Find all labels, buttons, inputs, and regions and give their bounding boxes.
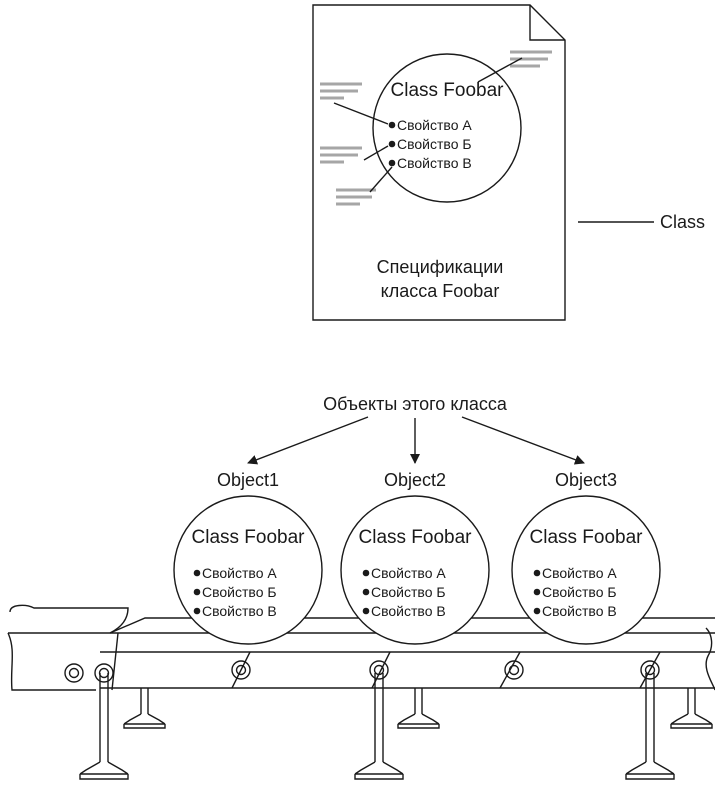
object-2-property-2: Свойство Б: [371, 584, 446, 600]
document-fold: [529, 5, 565, 41]
object-3-property-2: Свойство Б: [542, 584, 617, 600]
annotation-note-left-2: [320, 146, 362, 164]
object-3-property-1: Свойство А: [542, 565, 617, 581]
belt-top-edge: [109, 617, 715, 634]
leg-front-3: [625, 673, 675, 780]
object-3-bullet-2: [533, 588, 541, 596]
spec-class-circle: [372, 53, 522, 203]
object-1-circle: [173, 495, 323, 645]
conveyor-left-top: [8, 604, 129, 634]
object-2-name: Object2: [384, 470, 446, 490]
leg-back-3: [670, 688, 713, 729]
annotation-leader-prop-c: [369, 166, 393, 193]
spec-property-2: Свойство Б: [397, 136, 472, 152]
annotation-note-left-3: [336, 188, 376, 206]
object-2-circle: [340, 495, 490, 645]
object-1-title: Class Foobar: [192, 527, 306, 548]
spec-class-title: Class Foobar: [391, 80, 505, 101]
leg-back-2: [397, 688, 440, 729]
object-3-circle: [511, 495, 661, 645]
object-2-property-3: Свойство В: [371, 603, 446, 619]
object-3-bullet-3: [533, 607, 541, 615]
annotation-note-left-1: [320, 82, 362, 100]
spec-bullet-2: [388, 140, 396, 148]
object-1-name: Object1: [217, 470, 279, 490]
object-2-property-1: Свойство А: [371, 565, 446, 581]
object-3-property-3: Свойство В: [542, 603, 617, 619]
object-1-property-3: Свойство В: [202, 603, 277, 619]
object-2: Object2 Class Foobar Свойство А Свойство…: [340, 470, 490, 645]
object-3-bullet-1: [533, 569, 541, 577]
object-2-title: Class Foobar: [359, 527, 473, 548]
document-page: [312, 4, 566, 321]
annotation-leader-prop-a: [333, 102, 389, 125]
spec-caption-line-1: Спецификации: [377, 257, 504, 277]
object-1-bullet-1: [193, 569, 201, 577]
class-side-label: Class: [660, 212, 705, 232]
objects-caption: Объекты этого класса: [323, 394, 508, 414]
spec-bullet-3: [388, 159, 396, 167]
conveyor-right-end: [705, 627, 715, 691]
object-2-bullet-2: [362, 588, 370, 596]
object-1-property-1: Свойство А: [202, 565, 277, 581]
roller-6: [640, 660, 660, 680]
leg-back-1: [123, 688, 166, 729]
object-1-bullet-3: [193, 607, 201, 615]
roller-4: [369, 660, 389, 680]
object-3: Object3 Class Foobar Свойство А Свойство…: [511, 470, 661, 645]
object-1-property-2: Свойство Б: [202, 584, 277, 600]
object-3-title: Class Foobar: [530, 527, 644, 548]
annotation-leader-prop-b: [363, 145, 389, 161]
spec-caption-line-2: класса Foobar: [381, 281, 500, 301]
annotation-leader-title: [477, 57, 523, 83]
spec-property-1: Свойство А: [397, 117, 472, 133]
arrow-to-object1: [247, 416, 369, 465]
spec-property-3: Свойство В: [397, 155, 472, 171]
roller-1: [64, 663, 84, 683]
spec-bullet-1: [388, 121, 396, 129]
roller-2: [94, 663, 114, 683]
object-1-bullet-2: [193, 588, 201, 596]
annotation-note-top-right: [510, 50, 552, 68]
object-2-bullet-1: [362, 569, 370, 577]
object-2-bullet-3: [362, 607, 370, 615]
conveyor-left-body: [7, 632, 96, 691]
object-3-name: Object3: [555, 470, 617, 490]
roller-3: [231, 660, 251, 680]
leg-front-2: [354, 673, 404, 780]
object-1: Object1 Class Foobar Свойство А Свойство…: [173, 470, 323, 645]
leg-front-1: [79, 673, 129, 780]
roller-5: [504, 660, 524, 680]
spec-document: Class Foobar Свойство А Свойство Б Свойс…: [312, 4, 566, 321]
arrow-to-object3: [461, 416, 585, 465]
